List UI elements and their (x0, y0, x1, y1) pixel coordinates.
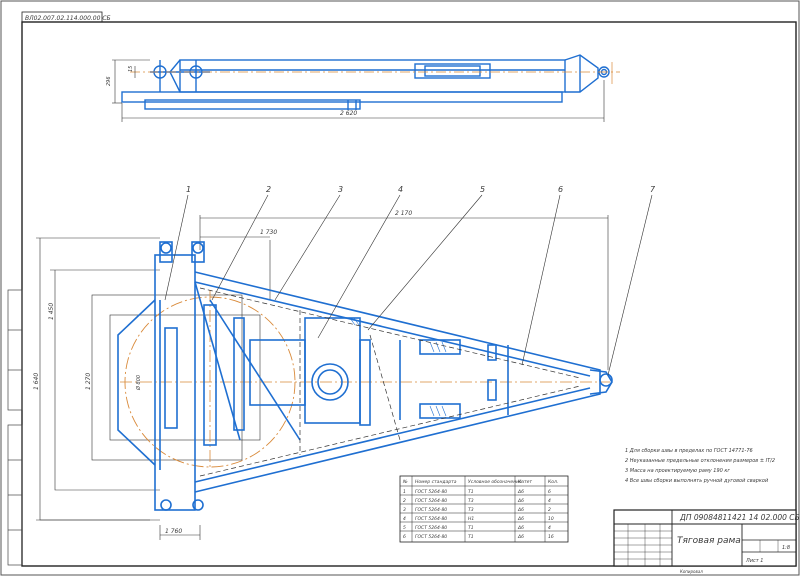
weld-table-header: Номер стандарта (415, 479, 457, 485)
callout-4: 4 (398, 185, 403, 194)
weld-table-cell: 3 (403, 507, 406, 513)
callout-1: 1 (186, 185, 191, 194)
weld-table-cell: 4 (403, 516, 406, 522)
weld-table-cell: 1 (403, 489, 406, 495)
note-1: 1 Для сборки швы в пределах по ГОСТ 1477… (625, 448, 753, 454)
weld-table-cell: 4 (548, 525, 551, 531)
weld-table-cell: 4 (548, 498, 551, 504)
weld-table: № Номер стандарта Условное обозначениеКате… (399, 475, 569, 543)
drawing-frame (21, 21, 797, 567)
weld-table-header: Кол. (548, 479, 558, 485)
callout-2: 2 (266, 185, 271, 194)
dim-main-inner: 1 730 (260, 229, 277, 236)
dim-top-length: 2 620 (340, 110, 357, 117)
weld-table-cell: 6 (548, 489, 551, 495)
dim-top-height: 296 (106, 76, 112, 86)
weld-table-cell: Н1 (468, 516, 474, 522)
weld-table-cell: 10 (548, 516, 554, 522)
weld-table-header: Катет (518, 479, 532, 485)
weld-table-cell: Δ6 (517, 498, 524, 504)
weld-table-cell: ГОСТ 5264-80 (415, 534, 447, 540)
note-2: 2 Неуказанные предельные отклонения разм… (625, 458, 775, 464)
weld-table-cell: ГОСТ 5264-80 (415, 525, 447, 531)
weld-table-cell: ГОСТ 5264-80 (415, 489, 447, 495)
weld-table-cell: 2 (548, 507, 551, 513)
title-block: ДП 09084811421 14 02.000 СБ Тяговая рама… (613, 509, 800, 574)
weld-table-cells: № Номер стандарта Условное обозначениеКате… (402, 479, 558, 540)
weld-table-cell: Т1 (468, 534, 474, 540)
callout-6: 6 (558, 185, 563, 194)
weld-table-cell: Δ6 (517, 534, 524, 540)
callout-3: 3 (338, 185, 343, 194)
weld-table-cell: 16 (548, 534, 554, 540)
callout-7: 7 (650, 185, 656, 194)
title-doc-code: ДП 09084811421 14 02.000 СБ (679, 513, 800, 522)
weld-table-cell: ГОСТ 5264-80 (415, 507, 447, 513)
weld-table-cell: Т1 (468, 489, 474, 495)
title-sheet: Лист 1 (745, 558, 763, 564)
weld-table-cell: Δ6 (517, 489, 524, 495)
corner-stamp-text: ВЛ02.007.02.114.000.00 СБ (25, 15, 111, 22)
dim-left-height: 1 450 (48, 303, 55, 320)
weld-table-cell: Т1 (468, 525, 474, 531)
note-4: 4 Все швы сборки выполнять ручной дугово… (625, 478, 769, 484)
callout-labels: 1 2 3 4 5 6 7 (186, 185, 656, 194)
dim-center-radius: Ø 800 (135, 375, 142, 391)
dim-bottom-width: 1 760 (165, 528, 182, 535)
weld-table-cell: Т3 (468, 498, 474, 504)
weld-table-cell: 5 (403, 525, 406, 531)
weld-table-cell: ГОСТ 5264-80 (415, 516, 447, 522)
left-margin-boxes (7, 289, 23, 566)
title-name: Тяговая рама (677, 536, 741, 546)
dim-main-span: 2 170 (395, 210, 412, 217)
weld-table-cell: Δ6 (517, 525, 524, 531)
dim-top-small: 15 (128, 66, 134, 72)
dim-left-inner: 1 270 (85, 373, 92, 390)
weld-table-cell: Т3 (468, 507, 474, 513)
weld-table-cell: Δ6 (517, 507, 524, 513)
weld-table-cell: 2 (403, 498, 406, 504)
weld-table-header: Условное обозначение (468, 479, 522, 485)
weld-table-cell: Δ6 (517, 516, 524, 522)
technical-notes: 1 Для сборки швы в пределах по ГОСТ 1477… (625, 448, 775, 484)
weld-table-cell: 6 (403, 534, 406, 540)
title-scale: 1:8 (782, 545, 790, 551)
side-view: 2 620 296 15 (106, 54, 620, 122)
dim-left-outer: 1 640 (33, 373, 40, 390)
corner-stamp: ВЛ02.007.02.114.000.00 СБ (21, 11, 111, 23)
note-3: 3 Масса на проектируемую раму 190 кг (625, 468, 730, 474)
weld-table-header: № (402, 479, 408, 485)
weld-table-cell: ГОСТ 5264-80 (415, 498, 447, 504)
plan-view: 2 170 1 730 1 640 1 450 1 270 1 760 Ø 80… (33, 185, 656, 540)
title-footer: Копировал (680, 569, 703, 574)
callout-5: 5 (480, 185, 485, 194)
